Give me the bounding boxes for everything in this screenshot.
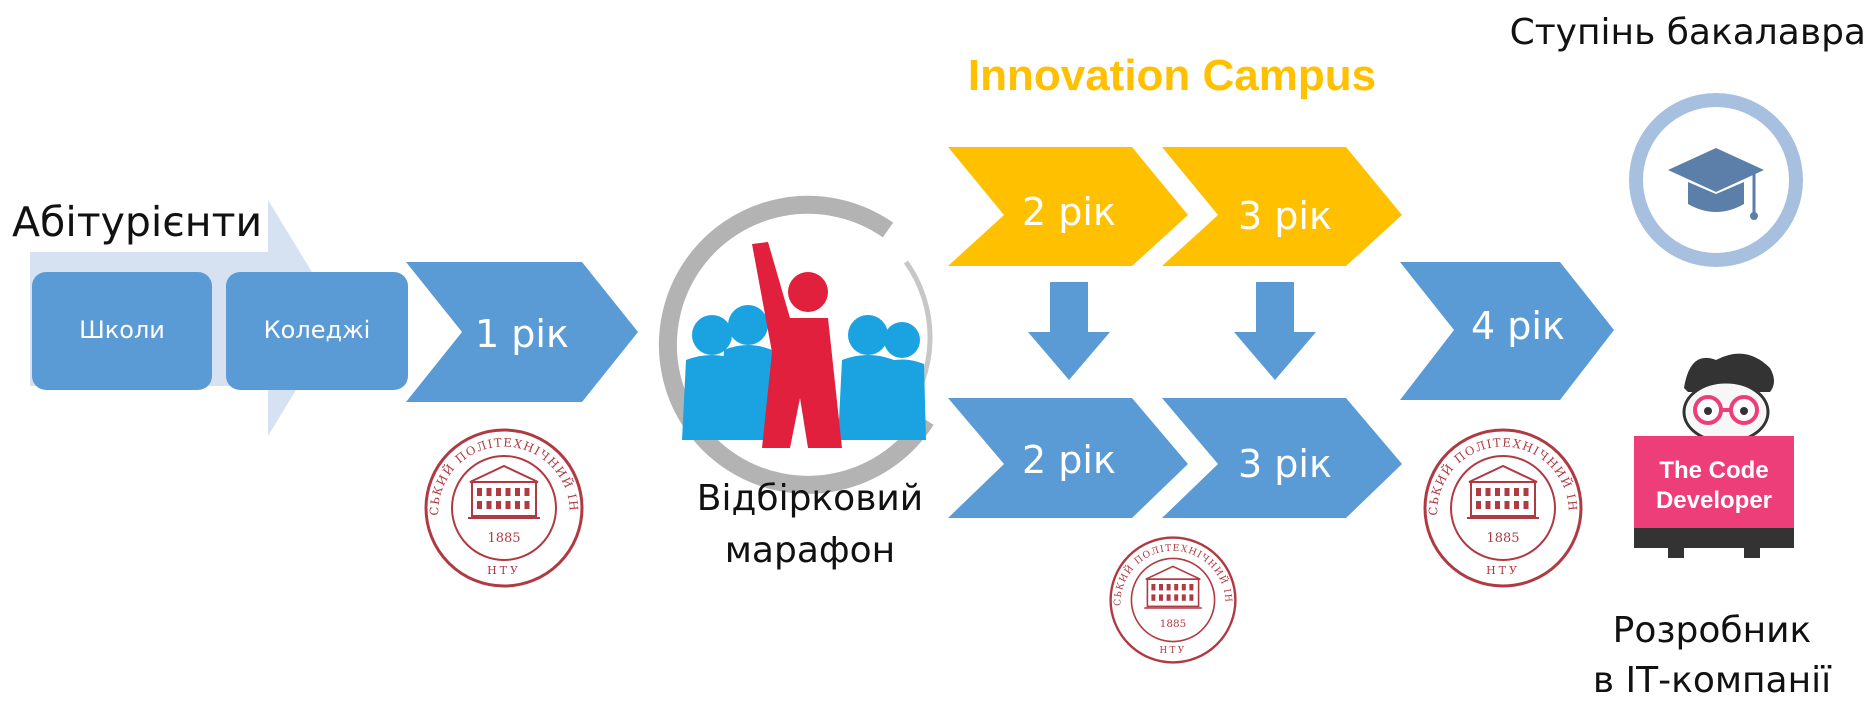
colleges-box bbox=[226, 272, 408, 390]
university-seal-2: ХАРКІВСЬКИЙ ПОЛІТЕХНІЧНИЙ ІНСТИТУТ1885НТ… bbox=[1109, 536, 1237, 664]
seal-year: 1885 bbox=[1160, 618, 1186, 630]
schools-label: Школи bbox=[79, 316, 165, 344]
regular-year2-chevron bbox=[948, 398, 1188, 518]
developer-badge-line2: Developer bbox=[1656, 487, 1772, 514]
marathon-label-line1: Відбірковий bbox=[696, 478, 924, 519]
university-seal-1: ХАРКІВСЬКИЙ ПОЛІТЕХНІЧНИЙ ІНСТИТУТ1885НТ… bbox=[424, 428, 584, 588]
year4-chevron bbox=[1400, 262, 1614, 400]
regular-year3-label: 3 рік bbox=[1238, 442, 1332, 486]
campus-year2-label: 2 рік bbox=[1022, 190, 1116, 234]
seal-year: 1885 bbox=[487, 531, 520, 546]
campus-year2-chevron bbox=[948, 147, 1188, 266]
seal-bottom-text: НТУ bbox=[1486, 564, 1520, 577]
marathon-label-line2: марафон bbox=[724, 530, 896, 571]
campus-year3-label: 3 рік bbox=[1238, 194, 1332, 238]
down-arrow-year3 bbox=[1234, 282, 1316, 380]
university-seal-3: ХАРКІВСЬКИЙ ПОЛІТЕХНІЧНИЙ ІНСТИТУТ1885НТ… bbox=[1423, 428, 1583, 588]
developer-label-line2: в ІТ-компанії bbox=[1592, 660, 1832, 701]
bachelor-cap-badge bbox=[1629, 93, 1803, 267]
regular-year3-chevron bbox=[1162, 398, 1402, 518]
year4-label: 4 рік bbox=[1471, 304, 1565, 348]
bachelor-label: Ступінь бакалавра bbox=[1509, 12, 1866, 53]
marathon-logo bbox=[652, 194, 934, 494]
applicants-label: Абітурієнти bbox=[12, 198, 263, 246]
developer-badge-line1: The Code bbox=[1659, 457, 1768, 484]
developer-mascot bbox=[1634, 353, 1794, 558]
seal-bottom-text: НТУ bbox=[487, 564, 521, 577]
seal-bottom-text: НТУ bbox=[1159, 646, 1186, 656]
regular-year2-label: 2 рік bbox=[1022, 438, 1116, 482]
year1-label: 1 рік bbox=[475, 312, 569, 356]
schools-box bbox=[32, 272, 212, 390]
year1-chevron bbox=[406, 262, 638, 402]
campus-title: Innovation Campus bbox=[968, 51, 1376, 100]
developer-label-line1: Розробник bbox=[1612, 610, 1812, 651]
campus-year3-chevron bbox=[1162, 147, 1402, 266]
seal-year: 1885 bbox=[1486, 531, 1519, 546]
down-arrow-year2 bbox=[1028, 282, 1110, 380]
colleges-label: Коледжі bbox=[263, 316, 371, 344]
